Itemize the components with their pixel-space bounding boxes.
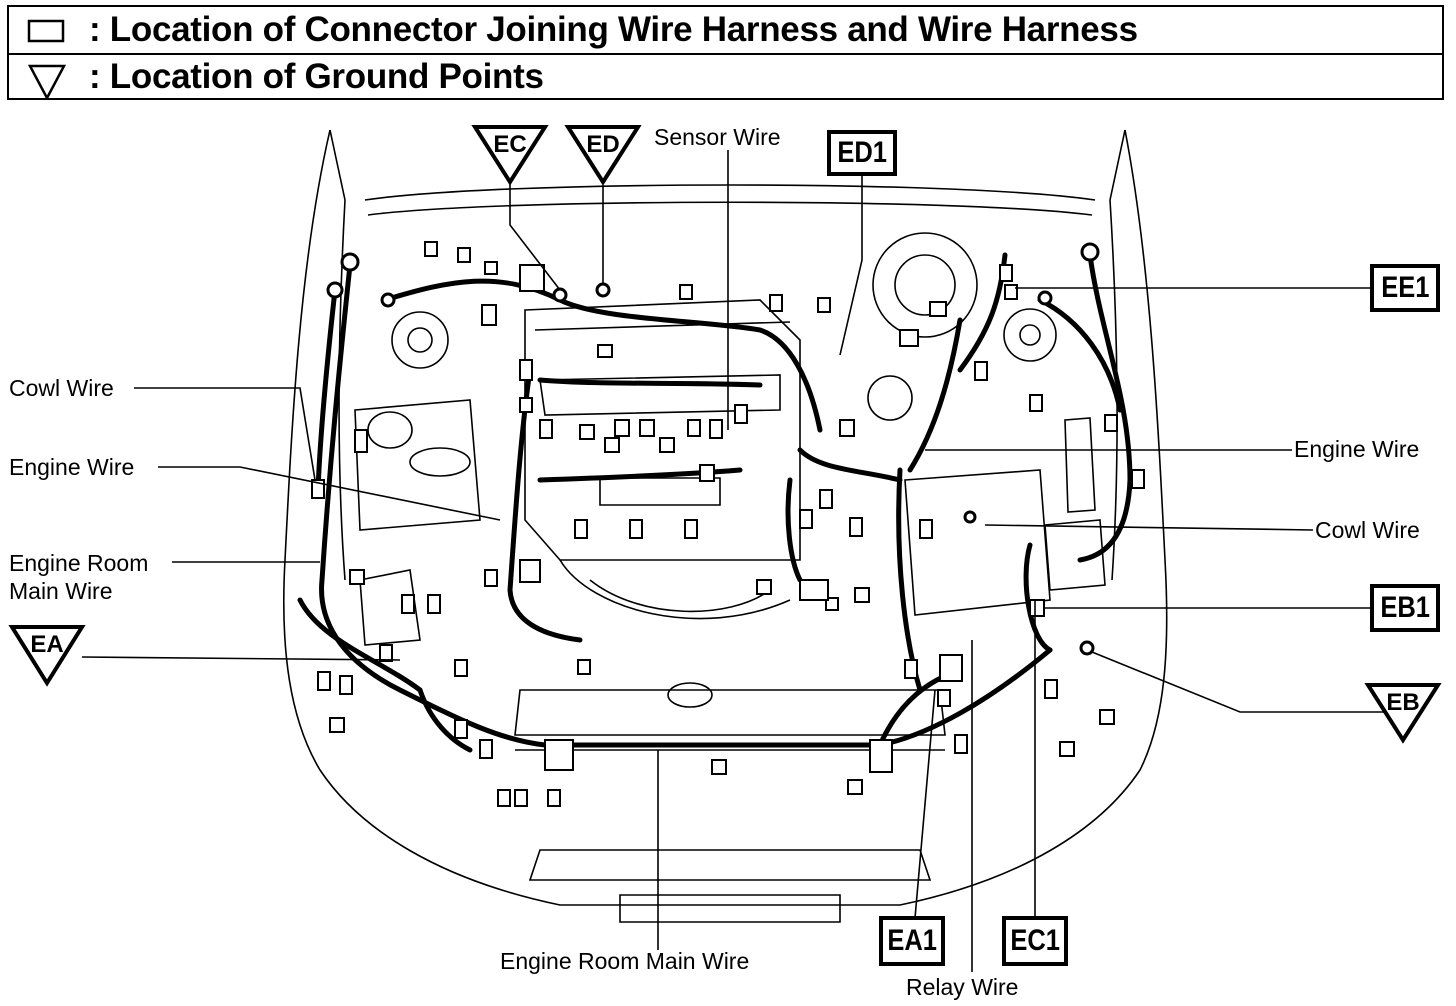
ground-point-eb: EB — [1364, 683, 1442, 744]
sensor-wire-label: Sensor Wire — [654, 124, 781, 150]
connector-ea1: EA1 — [879, 916, 945, 966]
relay-wire-label: Relay Wire — [906, 974, 1019, 1000]
connector-ec1: EC1 — [1002, 916, 1068, 966]
small-connectors — [311, 241, 1145, 807]
connector-ed1-label: ED1 — [837, 136, 887, 169]
engine-room-main-wire-left-label-1: Engine Room — [9, 550, 149, 576]
connector-eb1: EB1 — [1370, 584, 1440, 632]
connector-ea1-label: EA1 — [887, 924, 937, 957]
wire-harness-bundles — [297, 252, 1133, 753]
ground-point-ec-label: EC — [493, 131, 526, 158]
engine-wire-right-label: Engine Wire — [1294, 436, 1420, 462]
connector-eb1-label: EB1 — [1380, 591, 1430, 624]
engine-room-main-wire-left-label-2: Main Wire — [9, 578, 113, 604]
cowl-wire-right-label: Cowl Wire — [1315, 517, 1420, 543]
engine-wire-left-label: Engine Wire — [9, 454, 135, 480]
connector-box-icon — [27, 19, 65, 43]
legend-row-ground: : Location of Ground Points — [9, 54, 1442, 100]
engine-room-main-wire-bottom-label: Engine Room Main Wire — [500, 948, 750, 974]
ground-point-ea: EA — [8, 625, 86, 687]
legend-ground-text: : Location of Ground Points — [89, 57, 544, 96]
connector-ec1-label: EC1 — [1010, 924, 1060, 957]
connector-ee1: EE1 — [1370, 264, 1440, 312]
legend-box: : Location of Connector Joining Wire Har… — [7, 5, 1444, 100]
ground-triangle-icon — [27, 64, 67, 100]
connector-ed1: ED1 — [827, 130, 897, 176]
ground-bolts — [326, 242, 1100, 656]
vehicle-body-outline — [283, 129, 1168, 923]
ground-point-ed: ED — [564, 125, 642, 186]
legend-row-connector: : Location of Connector Joining Wire Har… — [9, 7, 1442, 55]
connector-ee1-label: EE1 — [1380, 271, 1430, 304]
legend-connector-text: : Location of Connector Joining Wire Har… — [89, 10, 1138, 49]
ground-point-ed-label: ED — [586, 131, 619, 158]
leader-lines — [81, 150, 1395, 972]
ground-point-ea-label: EA — [30, 631, 63, 658]
ground-point-eb-label: EB — [1386, 689, 1419, 716]
ground-point-ec: EC — [471, 125, 549, 186]
cowl-wire-left-label: Cowl Wire — [9, 375, 114, 401]
